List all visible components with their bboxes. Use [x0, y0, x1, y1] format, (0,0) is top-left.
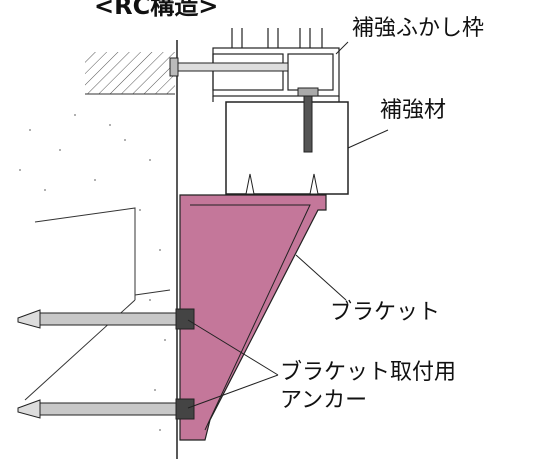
leader-lines: [187, 41, 389, 409]
label-reinforcement-member: 補強材: [380, 98, 447, 123]
interior-lines: [24, 207, 171, 401]
label-bracket: ブラケット: [330, 300, 441, 325]
reinforcement-frame: [212, 28, 340, 102]
vertical-screw: [297, 87, 319, 153]
horizontal-screw: [169, 57, 289, 77]
concrete-speckles: [19, 114, 166, 431]
label-bracket-anchor-line2: アンカー: [280, 388, 368, 413]
reinforcement-member: [225, 101, 349, 195]
anchor-lower: [17, 398, 195, 420]
header-fragment: <RC構造>: [94, 0, 219, 20]
anchor-upper: [17, 308, 195, 330]
member-spikes: [245, 173, 319, 195]
label-bracket-anchor-line1: ブラケット取付用: [280, 360, 457, 385]
ceiling-slab: [85, 52, 175, 95]
label-reinforcement-frame: 補強ふかし枠: [352, 16, 485, 41]
bracket: [179, 194, 327, 441]
